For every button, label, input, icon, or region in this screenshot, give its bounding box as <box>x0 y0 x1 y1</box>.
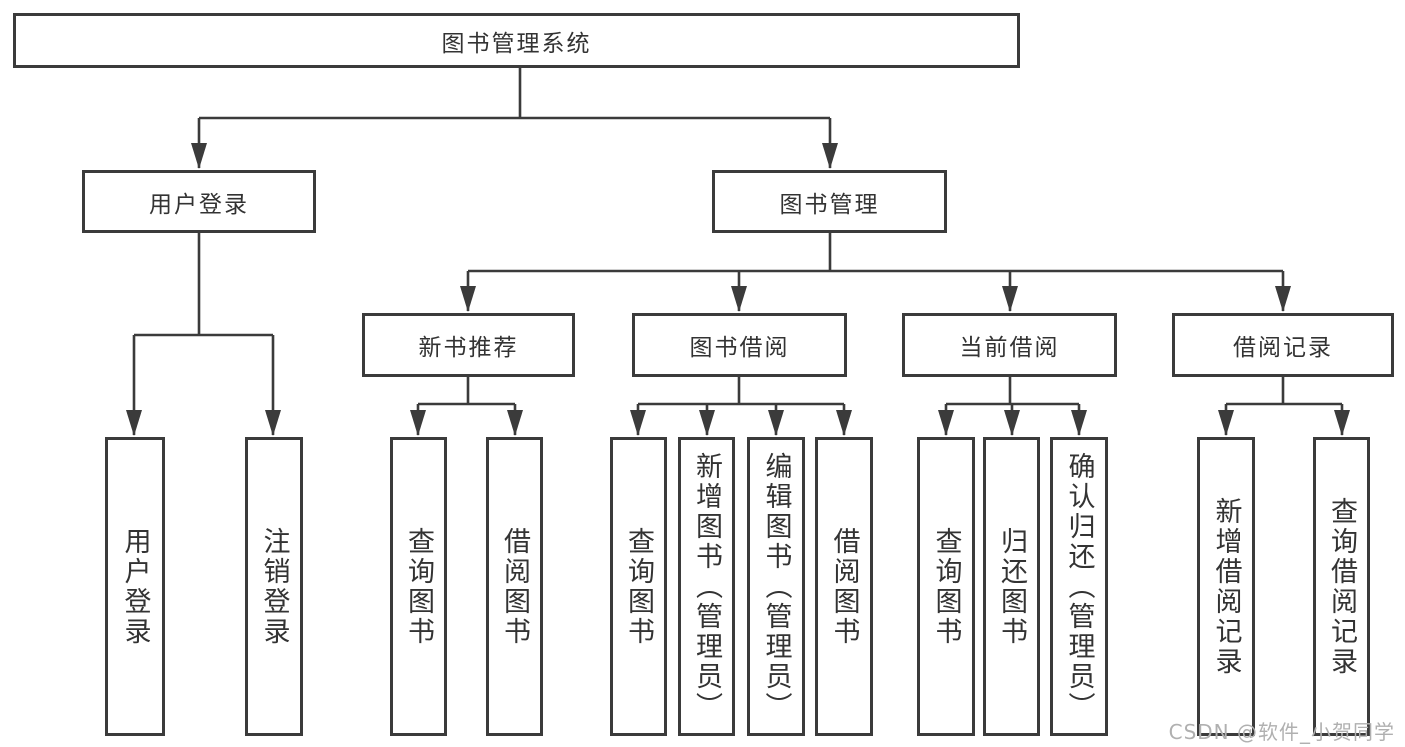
node-current-borrow: 当前借阅 <box>902 313 1117 377</box>
leaf-query-borrow-record: 查询借阅记录 <box>1313 437 1370 736</box>
node-label: 借阅图书 <box>499 526 530 647</box>
node-label: 查询图书 <box>930 526 962 647</box>
node-label: 确认归还（管理员） <box>1063 451 1095 722</box>
node-label: 用户登录 <box>149 191 249 218</box>
leaf-return-book: 归还图书 <box>983 437 1040 736</box>
node-user-login: 用户登录 <box>82 170 316 233</box>
node-book-borrow: 图书借阅 <box>632 313 847 377</box>
node-label: 查询借阅记录 <box>1326 496 1357 677</box>
connector-root-to-level2 <box>191 68 838 169</box>
node-label: 借阅图书 <box>828 526 860 647</box>
node-book-management: 图书管理 <box>712 170 947 233</box>
connector-book-borrow-to-leaves <box>630 377 852 436</box>
node-label: 图书借阅 <box>689 335 790 361</box>
node-new-book-recommend: 新书推荐 <box>362 313 575 377</box>
leaf-add-book-admin: 新增图书（管理员） <box>678 437 735 736</box>
node-label: 查询图书 <box>403 526 434 647</box>
node-label: 编辑图书（管理员） <box>760 451 792 722</box>
node-root-library-system: 图书管理系统 <box>13 13 1020 68</box>
node-label: 归还图书 <box>996 526 1027 647</box>
connector-borrow-record-to-leaves <box>1218 377 1350 436</box>
node-label: 新书推荐 <box>418 335 519 361</box>
connector-current-borrow-to-leaves <box>938 377 1087 436</box>
leaf-borrow-book: 借阅图书 <box>815 437 873 736</box>
leaf-add-borrow-record: 新增借阅记录 <box>1197 437 1255 736</box>
leaf-edit-book-admin: 编辑图书（管理员） <box>747 437 805 736</box>
leaf-logout-login: 注销登录 <box>245 437 303 736</box>
node-label: 新增图书（管理员） <box>691 451 722 722</box>
node-label: 图书管理系统 <box>441 30 592 57</box>
connector-book-management-to-level3 <box>460 233 1291 312</box>
node-label: 查询图书 <box>623 526 654 647</box>
leaf-query-book: 查询图书 <box>610 437 667 736</box>
node-label: 注销登录 <box>258 526 290 647</box>
node-label: 当前借阅 <box>959 335 1060 361</box>
leaf-borrow-book: 借阅图书 <box>486 437 543 736</box>
leaf-query-book: 查询图书 <box>917 437 975 736</box>
node-label: 新增借阅记录 <box>1210 496 1242 677</box>
node-label: 用户登录 <box>119 526 151 647</box>
node-label: 图书管理 <box>779 191 880 218</box>
node-label: 借阅记录 <box>1233 335 1333 361</box>
connector-new-book-to-leaves <box>410 377 523 436</box>
leaf-query-book: 查询图书 <box>390 437 447 736</box>
leaf-confirm-return-admin: 确认归还（管理员） <box>1050 437 1108 736</box>
leaf-user-login: 用户登录 <box>105 437 165 736</box>
connector-user-login-to-leaves <box>126 233 281 436</box>
node-borrow-record: 借阅记录 <box>1172 313 1394 377</box>
csdn-watermark: CSDN @软件_小贺同学 <box>1168 720 1395 744</box>
